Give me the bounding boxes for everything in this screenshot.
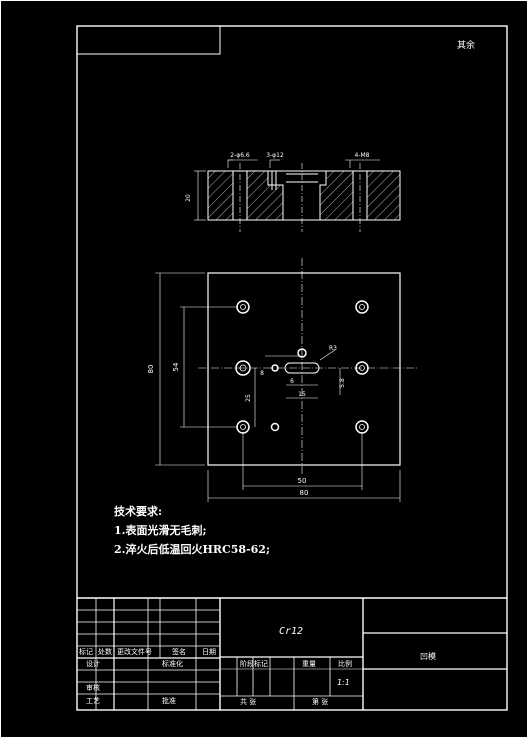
dim-hole-span-y: 54 [172, 362, 180, 371]
dim-hole-span-x: 50 [298, 477, 307, 485]
tb-process: 工艺 [86, 697, 100, 705]
inner-frame [76, 25, 508, 711]
dim-d1: 25 [245, 394, 252, 402]
title-block [77, 597, 507, 710]
tb-sheet-no: 第 张 [312, 698, 329, 706]
tb-sheets-total: 共 张 [240, 698, 257, 706]
corner-label: 其余 [457, 39, 475, 51]
material-label: Cr12 [279, 626, 304, 637]
tech-requirement-2: 2.淬火后低温回火HRC58-62; [114, 543, 271, 556]
dim-radius: R3 [329, 345, 337, 352]
tb-ratio: 比例 [338, 660, 352, 668]
tb-row-label-signature: 签名 [172, 648, 186, 656]
plan-view [155, 258, 418, 502]
tb-approve: 批准 [162, 697, 176, 705]
tb-row-label-change-doc: 更改文件号 [117, 648, 152, 656]
section-view [194, 159, 401, 232]
tb-standard: 标准化 [162, 660, 183, 668]
dim-overall-width: 80 [300, 489, 309, 497]
tb-row-label-date: 日期 [202, 648, 216, 656]
dim-hole-center: 3-φ12 [266, 152, 284, 159]
corner-holes [235, 300, 369, 434]
tb-stage-mark: 阶段标记 [240, 660, 268, 668]
dim-section-height: 20 [185, 194, 192, 202]
dim-d4: 15 [298, 391, 306, 398]
tech-requirements: 技术要求: 1.表面光滑无毛刺; 2.淬火后低温回火HRC58-62; [114, 502, 270, 559]
tb-weight: 重量 [302, 660, 316, 668]
dim-overall-height: 80 [147, 365, 155, 374]
tech-requirement-1: 1.表面光滑无毛刺; [114, 524, 207, 537]
dim-d3: 6 [290, 378, 294, 385]
scale-value: 1:1 [337, 678, 350, 687]
tb-review: 审核 [86, 684, 100, 692]
top-left-code-box [76, 25, 221, 55]
dim-counterbore-right: 4-M8 [355, 152, 370, 159]
tb-row-label-mark: 标记 [79, 648, 93, 656]
part-name: 凹模 [420, 652, 436, 661]
dim-d5: 5.8 [339, 378, 346, 388]
dim-holes-left: 2-φ6.6 [230, 152, 250, 159]
tb-design: 设计 [86, 660, 100, 668]
tech-requirements-heading: 技术要求: [114, 505, 163, 518]
tb-row-label-count: 处数 [98, 648, 112, 656]
dim-d2: 8 [260, 370, 264, 377]
